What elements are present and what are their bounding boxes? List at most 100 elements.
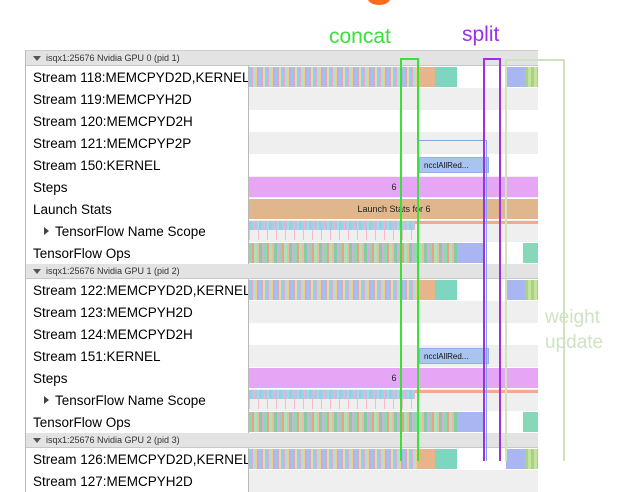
trace-bar (249, 67, 417, 87)
track-ops[interactable] (249, 242, 538, 264)
trace-row[interactable]: Steps 6 (26, 367, 538, 389)
trace-row-label-text: TensorFlow Ops (33, 414, 131, 430)
weight-update-line2: update (545, 332, 604, 353)
track-empty[interactable] (249, 301, 538, 323)
trace-row[interactable]: Stream 120:MEMCPYD2H (26, 110, 538, 132)
trace-bar (249, 243, 457, 263)
trace-row-label-text: Stream 126:MEMCPYD2D,KERNEL,MI (33, 451, 249, 467)
trace-bar (523, 243, 538, 263)
track-empty[interactable] (249, 132, 538, 154)
trace-bar (417, 449, 435, 469)
track-steps[interactable]: 6 (249, 367, 538, 389)
track-nccl[interactable]: ncclAllRed... (249, 345, 538, 367)
track-launch[interactable]: Launch Stats for 6 (249, 198, 538, 220)
trace-row-label[interactable]: Stream 150:KERNEL (26, 154, 249, 176)
trace-row-label[interactable]: TensorFlow Name Scope (26, 389, 249, 411)
trace-row-label[interactable]: Steps (26, 176, 249, 198)
trace-row-label-text: Stream 122:MEMCPYD2D,KERNEL,MI (33, 282, 249, 298)
trace-viewer-panel[interactable]: isqx1:25676 Nvidia GPU 0 (pid 1) Stream 1… (25, 50, 538, 492)
trace-bar (417, 67, 435, 87)
track-empty[interactable] (249, 470, 538, 492)
trace-row[interactable]: TensorFlow Name Scope (26, 389, 538, 411)
trace-row-label-text: Steps (33, 370, 68, 386)
trace-row[interactable]: Stream 124:MEMCPYD2H (26, 323, 538, 345)
trace-row-label[interactable]: Stream 123:MEMCPYH2D (26, 301, 249, 323)
trace-bar (506, 67, 525, 87)
trace-bar (457, 243, 483, 263)
trace-row[interactable]: Stream 150:KERNEL ncclAllRed... (26, 154, 538, 176)
track-scope[interactable] (249, 389, 538, 411)
trace-row-label-text: Stream 151:KERNEL (33, 348, 161, 364)
trace-row-label[interactable]: TensorFlow Ops (26, 411, 249, 433)
trace-row-label-text: TensorFlow Name Scope (55, 392, 206, 408)
trace-row[interactable]: Stream 118:MEMCPYD2D,KERNEL,ME (26, 66, 538, 88)
track-nccl[interactable]: ncclAllRed... (249, 154, 538, 176)
trace-row-label[interactable]: TensorFlow Ops (26, 242, 249, 264)
chevron-right-icon[interactable] (44, 227, 49, 235)
chevron-right-icon[interactable] (44, 396, 49, 404)
track-stream_dense[interactable] (249, 66, 538, 88)
trace-row-label-text: Stream 119:MEMCPYH2D (33, 91, 192, 107)
trace-row[interactable]: Stream 151:KERNEL ncclAllRed... (26, 345, 538, 367)
chevron-down-icon[interactable] (33, 268, 41, 274)
trace-row-label[interactable]: Stream 121:MEMCPYP2P (26, 132, 249, 154)
steps-bar-label: 6 (391, 373, 397, 383)
section-header-label: isqx1:25676 Nvidia GPU 2 (pid 3) (46, 435, 180, 445)
track-scope[interactable] (249, 220, 538, 242)
trace-row[interactable]: TensorFlow Name Scope (26, 220, 538, 242)
chevron-down-icon[interactable] (33, 437, 41, 443)
trace-row[interactable]: Steps 6 (26, 176, 538, 198)
track-stream_dense[interactable] (249, 279, 538, 301)
trace-row-label[interactable]: Stream 118:MEMCPYD2D,KERNEL,ME (26, 66, 249, 88)
trace-bar (525, 67, 538, 87)
trace-row-label[interactable]: Launch Stats (26, 198, 249, 220)
trace-bar (435, 280, 457, 300)
trace-row-label-text: Stream 118:MEMCPYD2D,KERNEL,ME (33, 69, 249, 85)
trace-row[interactable]: TensorFlow Ops (26, 411, 538, 433)
track-ops[interactable] (249, 411, 538, 433)
trace-row[interactable]: Stream 126:MEMCPYD2D,KERNEL,MI (26, 448, 538, 470)
trace-bar (435, 67, 457, 87)
trace-row-label-text: TensorFlow Ops (33, 245, 131, 261)
section-header-gpu-1[interactable]: isqx1:25676 Nvidia GPU 1 (pid 2) (26, 264, 538, 279)
steps-bar[interactable]: 6 (249, 177, 538, 197)
trace-row[interactable]: Stream 123:MEMCPYH2D (26, 301, 538, 323)
track-empty[interactable] (249, 88, 538, 110)
trace-row-label[interactable]: Stream 120:MEMCPYD2H (26, 110, 249, 132)
chevron-down-icon[interactable] (33, 55, 41, 61)
trace-row[interactable]: Stream 121:MEMCPYP2P (26, 132, 538, 154)
launch-stats-bar[interactable]: Launch Stats for 6 (249, 199, 538, 219)
trace-row-label[interactable]: TensorFlow Name Scope (26, 220, 249, 242)
track-steps[interactable]: 6 (249, 176, 538, 198)
track-empty[interactable] (249, 323, 538, 345)
trace-row[interactable]: TensorFlow Ops (26, 242, 538, 264)
trace-row-label[interactable]: Stream 127:MEMCPYH2D (26, 470, 249, 492)
trace-row-label[interactable]: Stream 122:MEMCPYD2D,KERNEL,MI (26, 279, 249, 301)
section-header-gpu-0[interactable]: isqx1:25676 Nvidia GPU 0 (pid 1) (26, 51, 538, 66)
trace-row-label[interactable]: Stream 119:MEMCPYH2D (26, 88, 249, 110)
trace-bar (435, 449, 457, 469)
trace-bar (249, 280, 417, 300)
trace-row-label-text: Stream 123:MEMCPYH2D (33, 304, 193, 320)
section-header-gpu-2[interactable]: isqx1:25676 Nvidia GPU 2 (pid 3) (26, 433, 538, 448)
trace-row-label-text: Stream 120:MEMCPYD2H (33, 113, 193, 129)
track-stream_dense[interactable] (249, 448, 538, 470)
trace-row-label[interactable]: Stream 124:MEMCPYD2H (26, 323, 249, 345)
trace-bar (415, 390, 538, 393)
trace-row-label-text: Stream 127:MEMCPYH2D (33, 473, 193, 489)
nccl-allreduce-bar[interactable]: ncclAllRed... (419, 348, 489, 364)
trace-row[interactable]: Stream 119:MEMCPYH2D (26, 88, 538, 110)
trace-row[interactable]: Stream 127:MEMCPYH2D (26, 470, 538, 492)
trace-row-label-text: Launch Stats (33, 201, 112, 217)
trace-row-label[interactable]: Stream 126:MEMCPYD2D,KERNEL,MI (26, 448, 249, 470)
track-empty[interactable] (249, 110, 538, 132)
weight-update-line1: weight (545, 307, 600, 328)
nccl-allreduce-bar[interactable]: ncclAllRed... (419, 157, 489, 173)
steps-bar[interactable]: 6 (249, 368, 538, 388)
trace-row-label[interactable]: Stream 151:KERNEL (26, 345, 249, 367)
trace-row-label-text: Steps (33, 179, 68, 195)
trace-row[interactable]: Launch Stats Launch Stats for 6 (26, 198, 538, 220)
trace-row-label[interactable]: Steps (26, 367, 249, 389)
annotation-label-weight-update: weight update (545, 305, 603, 355)
trace-row[interactable]: Stream 122:MEMCPYD2D,KERNEL,MI (26, 279, 538, 301)
